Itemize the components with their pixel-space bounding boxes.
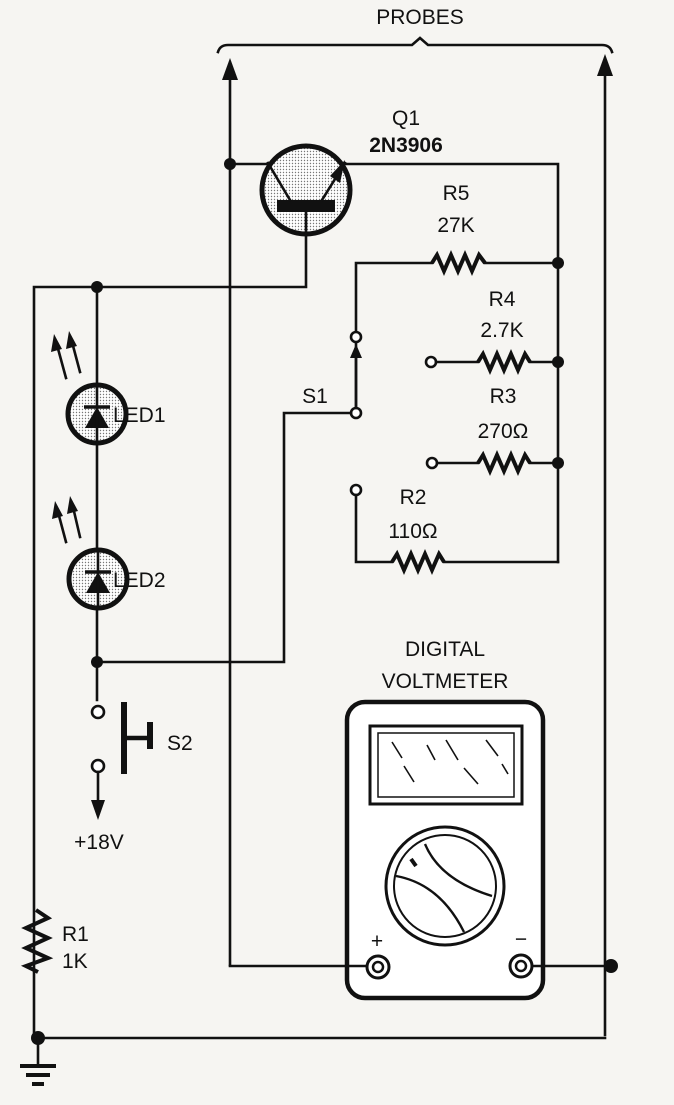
resistor-r2 xyxy=(349,483,560,575)
r1-value-label: 1K xyxy=(62,950,88,973)
transistor-q1 xyxy=(259,143,353,237)
switch-s1[interactable] xyxy=(349,330,363,420)
led1-label: LED1 xyxy=(113,404,166,427)
probes-label: PROBES xyxy=(376,6,464,29)
resistor-r5 xyxy=(354,250,564,412)
r2-ref-label: R2 xyxy=(400,486,427,509)
meter-label-line1: DIGITAL xyxy=(405,638,485,661)
led2 xyxy=(66,547,130,611)
meter-minus-label: − xyxy=(515,928,527,951)
probe-right[interactable] xyxy=(597,54,613,1037)
led2-label: LED2 xyxy=(113,569,166,592)
s2-label: S2 xyxy=(167,732,193,755)
q1-ref-label: Q1 xyxy=(392,107,420,130)
digital-voltmeter: + − xyxy=(344,699,546,1001)
probe-left[interactable] xyxy=(222,58,238,967)
r4-value-label: 2.7K xyxy=(480,319,523,342)
light-arrows-icon xyxy=(51,331,82,380)
q1-part-label: 2N3906 xyxy=(369,134,443,157)
junction-dot xyxy=(224,158,236,170)
meter-display xyxy=(368,724,524,806)
meter-minus-jack[interactable] xyxy=(508,953,534,979)
supply-label: +18V xyxy=(74,831,124,854)
light-arrows-icon xyxy=(52,496,82,544)
resistor-r4 xyxy=(424,349,564,375)
s1-label: S1 xyxy=(302,385,328,408)
meter-selector-dial[interactable] xyxy=(384,825,506,947)
r5-ref-label: R5 xyxy=(443,182,470,205)
junction-dot xyxy=(604,959,618,973)
meter-plus-jack[interactable] xyxy=(365,954,391,980)
led1 xyxy=(65,382,129,446)
supply-arrow-icon xyxy=(91,770,105,820)
r4-ref-label: R4 xyxy=(489,288,516,311)
r3-ref-label: R3 xyxy=(490,385,517,408)
probes-brace xyxy=(216,36,614,54)
resistor-r3 xyxy=(425,450,564,476)
r5-value-label: 27K xyxy=(437,214,474,237)
resistor-r1 xyxy=(20,908,54,974)
switch-s2[interactable] xyxy=(90,702,153,774)
ground-icon xyxy=(20,1036,56,1086)
r2-value-label: 110Ω xyxy=(388,520,437,543)
r1-ref-label: R1 xyxy=(62,923,89,946)
meter-label-line2: VOLTMETER xyxy=(382,670,509,693)
meter-plus-label: + xyxy=(371,930,383,953)
r3-value-label: 270Ω xyxy=(478,420,529,443)
